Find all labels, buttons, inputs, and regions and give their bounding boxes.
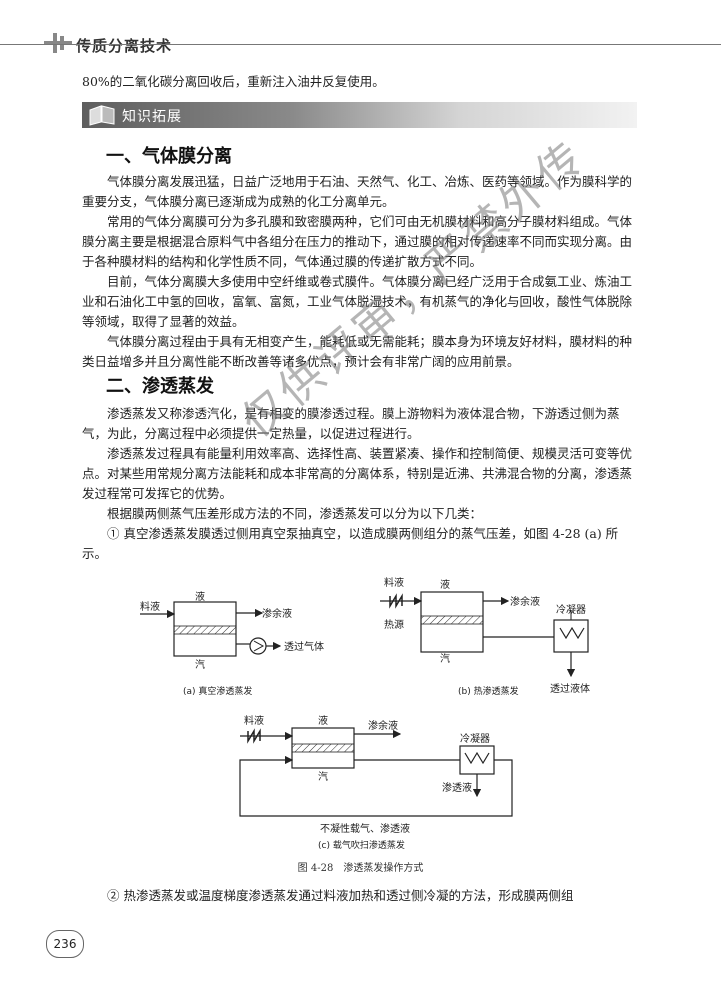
figure-caption: 图 4-28 渗透蒸发操作方式 <box>297 863 424 874</box>
c-caption: (c) 载气吹扫渗透蒸发 <box>318 839 405 851</box>
b-feed-label: 料液 <box>384 576 404 589</box>
b-heat-label: 热源 <box>384 618 404 631</box>
section2-heading: 二、渗透蒸发 <box>106 376 214 397</box>
section1-paragraph: 常用的气体分离膜可分为多孔膜和致密膜两种，它们可由无机膜材料和高分子膜材料组成。… <box>82 214 633 269</box>
a-feed-label: 料液 <box>140 600 160 613</box>
closing-paragraph: ② 热渗透蒸发或温度梯度渗透蒸发通过料液加热和透过侧冷凝的方法，形成膜两侧组 <box>107 888 574 903</box>
b-permeate-liquid-label: 透过液体 <box>550 682 590 695</box>
c-carrier-label: 不凝性载气、渗透液 <box>320 822 410 835</box>
book-icon <box>89 105 115 126</box>
b-liquid-label: 液 <box>440 578 450 591</box>
diagram-c: 料液 液 渗余液 汽 冷凝器 渗透液 不凝性载气、渗透液 (c) 载气吹扫渗透蒸… <box>239 714 513 851</box>
section1-paragraph: 气体膜分离过程由于具有无相变产生，能耗低或无需能耗；膜本身为环境友好材料，膜材料… <box>82 334 633 369</box>
page-number: 236 <box>46 930 84 958</box>
c-liquid-label: 液 <box>318 714 328 727</box>
b-retentate-label: 渗余液 <box>510 595 540 608</box>
c-retentate-label: 渗余液 <box>368 719 398 732</box>
section1-paragraph: 目前，气体分离膜大多使用中空纤维或卷式膜件。气体膜分离已经广泛用于合成氨工业、炼… <box>82 274 633 329</box>
header-divider <box>0 44 721 45</box>
header-title: 传质分离技术 <box>76 37 173 55</box>
banner-label: 知识拓展 <box>122 109 182 125</box>
a-retentate-label: 渗余液 <box>262 607 292 620</box>
c-condenser-label: 冷凝器 <box>460 732 490 745</box>
a-permeate-gas-label: 透过气体 <box>284 640 324 653</box>
c-vapor-label: 汽 <box>318 770 328 783</box>
diagram-a: 料液 液 渗余液 汽 透过气体 (a) 真空渗透蒸发 <box>140 590 324 697</box>
section2-paragraph: 渗透蒸发又称渗透汽化，是有相变的膜渗透过程。膜上游物料为液体混合物，下游透过侧为… <box>82 406 620 441</box>
section2-paragraph: 渗透蒸发过程具有能量利用效率高、选择性高、装置紧凑、操作和控制简便、规模灵活可变… <box>82 446 633 501</box>
section2-paragraph: 根据膜两侧蒸气压差形成方法的不同，渗透蒸发可以分为以下几类： <box>107 506 483 521</box>
b-condenser-label: 冷凝器 <box>556 603 586 616</box>
a-liquid-label: 液 <box>195 590 205 603</box>
section1-paragraph: 气体膜分离发展迅猛，日益广泛地用于石油、天然气、化工、冶炼、医药等领域。作为膜科… <box>82 174 633 209</box>
intro-line: 80%的二氧化碳分离回收后，重新注入油井反复使用。 <box>82 74 385 89</box>
knowledge-banner <box>82 102 637 128</box>
header-logo-icon <box>44 33 72 53</box>
c-permeate-label: 渗透液 <box>442 781 472 794</box>
b-vapor-label: 汽 <box>440 652 450 665</box>
c-feed-label: 料液 <box>244 714 264 727</box>
figure-4-28: 料液 液 渗余液 汽 透过气体 (a) 真空渗透蒸发 料液 液 渗余液 热源 汽… <box>140 576 590 851</box>
section1-heading: 一、气体膜分离 <box>106 146 232 167</box>
a-caption: (a) 真空渗透蒸发 <box>183 685 252 697</box>
b-caption: (b) 热渗透蒸发 <box>458 685 519 697</box>
a-vapor-label: 汽 <box>195 658 205 671</box>
section2-paragraph: ① 真空渗透蒸发膜透过侧用真空泵抽真空，以造成膜两侧组分的蒸气压差，如图 4-2… <box>82 526 619 561</box>
diagram-b: 料液 液 渗余液 热源 汽 冷凝器 透过液体 (b) 热渗透蒸发 <box>380 576 590 697</box>
